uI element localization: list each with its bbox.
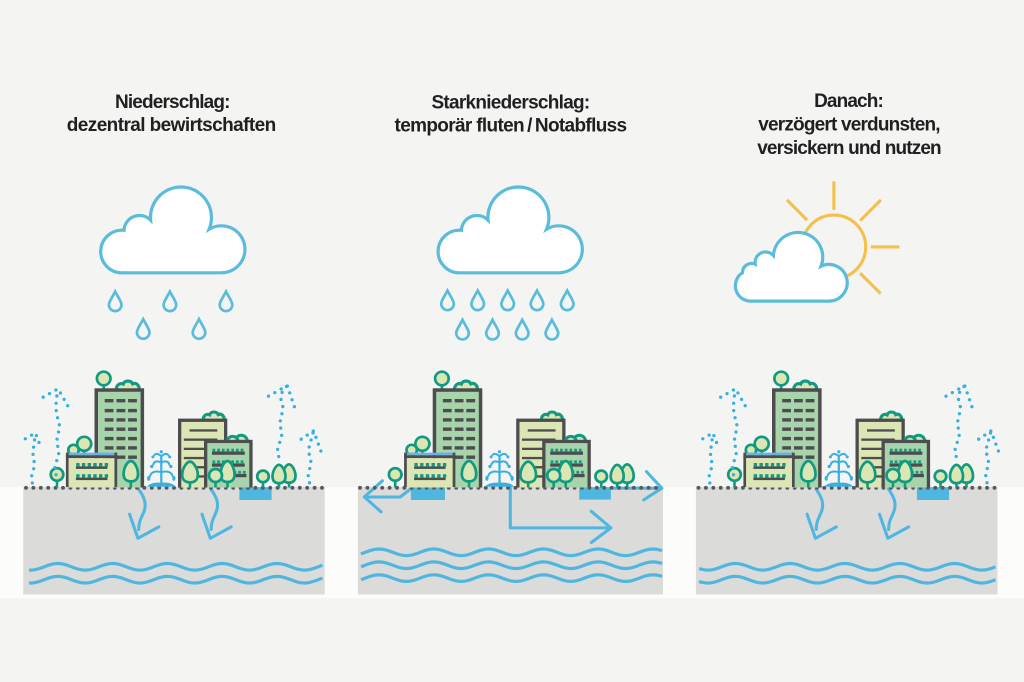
svg-text:verzögert verdunsten,: verzögert verdunsten,: [758, 115, 940, 136]
svg-text:Niederschlag:: Niederschlag:: [115, 92, 230, 113]
svg-text:versickern und nutzen: versickern und nutzen: [757, 138, 941, 159]
svg-text:temporär fluten / Notabfluss: temporär fluten / Notabfluss: [395, 116, 627, 137]
svg-text:dezentral bewirtschaften: dezentral bewirtschaften: [67, 115, 276, 136]
svg-text:Danach:: Danach:: [814, 91, 883, 112]
svg-text:Starkniederschlag:: Starkniederschlag:: [431, 93, 589, 114]
